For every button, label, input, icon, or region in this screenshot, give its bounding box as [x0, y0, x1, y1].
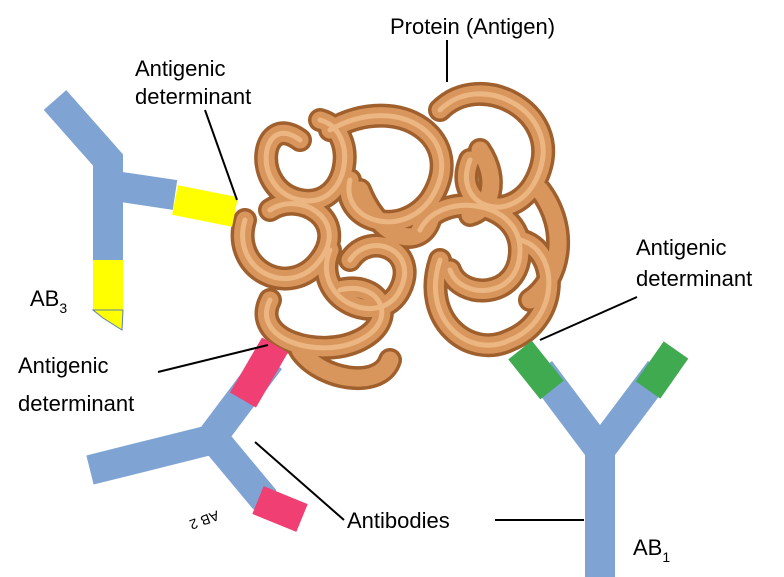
ab2-tip-top-pink [243, 345, 275, 400]
antibody-ab2 [90, 345, 302, 518]
ab1-label: AB1 [633, 535, 670, 565]
ab3-tip-yellow [175, 200, 235, 212]
ab2-label: AB 2 [187, 508, 221, 533]
determinant-right-label-line2: determinant [636, 266, 752, 291]
protein-antigen-label: Protein (Antigen) [390, 14, 555, 39]
determinant-top-left-leader [205, 110, 237, 200]
determinant-bottom-left-label-line2: determinant [18, 391, 134, 416]
ab1-tip-right-green [648, 350, 676, 390]
ab1-tip-left-green [520, 350, 552, 390]
determinant-bottom-left-label-line1: Antigenic [18, 353, 109, 378]
antibody-ab3 [55, 100, 235, 330]
determinant-top-left-label-line2: determinant [135, 84, 251, 109]
ab3-label: AB3 [30, 286, 67, 316]
determinant-right-label-line1: Antigenic [636, 235, 727, 260]
determinant-top-left-label-line1: Antigenic [135, 56, 226, 81]
antibodies-label: Antibodies [347, 508, 450, 533]
protein-antigen [243, 94, 558, 378]
ab2-tip-bottom-pink [258, 500, 302, 518]
